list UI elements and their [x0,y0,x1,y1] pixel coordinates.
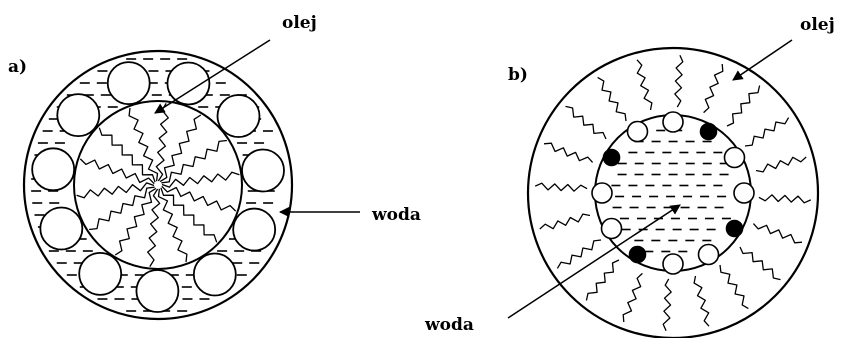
head-filled [701,124,717,140]
head-circle [242,150,284,192]
head-circle [724,148,744,168]
head-circle [628,122,648,142]
head-circle [663,254,683,274]
panel-b-olej-arrow [733,40,792,80]
tail-chain [586,260,619,301]
head-circle [592,183,612,203]
panel-b-woda-label: woda [424,315,474,335]
tail-chain [704,64,723,113]
panel-b-water-core [595,115,751,271]
head-circle [167,62,209,104]
panel-a-label: a) [8,57,27,77]
panel-a-woda-label: woda [371,205,421,225]
head-circle [79,253,121,295]
tail-chain [740,247,781,280]
panel-a: a) olej woda [8,13,421,319]
head-circle [734,183,754,203]
tail-chain [540,214,590,229]
panel-b: b) olej woda [424,15,835,338]
tail-chain [663,279,671,331]
head-circle [57,94,99,136]
head-circle [32,148,74,190]
head-filled [604,150,620,166]
panel-a-oil-core [74,101,242,269]
head-circle [194,253,236,295]
tail-chain [745,118,789,146]
tail-chain [753,224,802,243]
head-circle [108,62,150,104]
head-filled [630,246,646,262]
tail-chain [535,183,587,191]
tail-chain [598,77,626,121]
tail-chain [759,195,811,203]
panel-a-olej-label: olej [282,13,317,33]
head-circle [217,95,259,137]
tail-chain [694,276,709,326]
head-circle [602,219,622,239]
tail-chain [557,240,601,268]
head-circle [233,209,275,251]
tail-chain [727,86,760,127]
tail-chain [756,157,806,172]
head-filled [726,221,742,237]
tail-chain [675,55,683,107]
head-circle [40,207,82,249]
panel-b-label: b) [508,65,528,85]
tail-chain [637,60,652,110]
head-circle [663,112,683,132]
head-circle [699,244,719,264]
tail-chain [544,143,593,162]
tail-chain [566,106,607,139]
head-circle [136,270,178,312]
tail-chain [623,273,642,322]
tail-chain [720,265,748,309]
panel-b-olej-label: olej [800,15,835,35]
